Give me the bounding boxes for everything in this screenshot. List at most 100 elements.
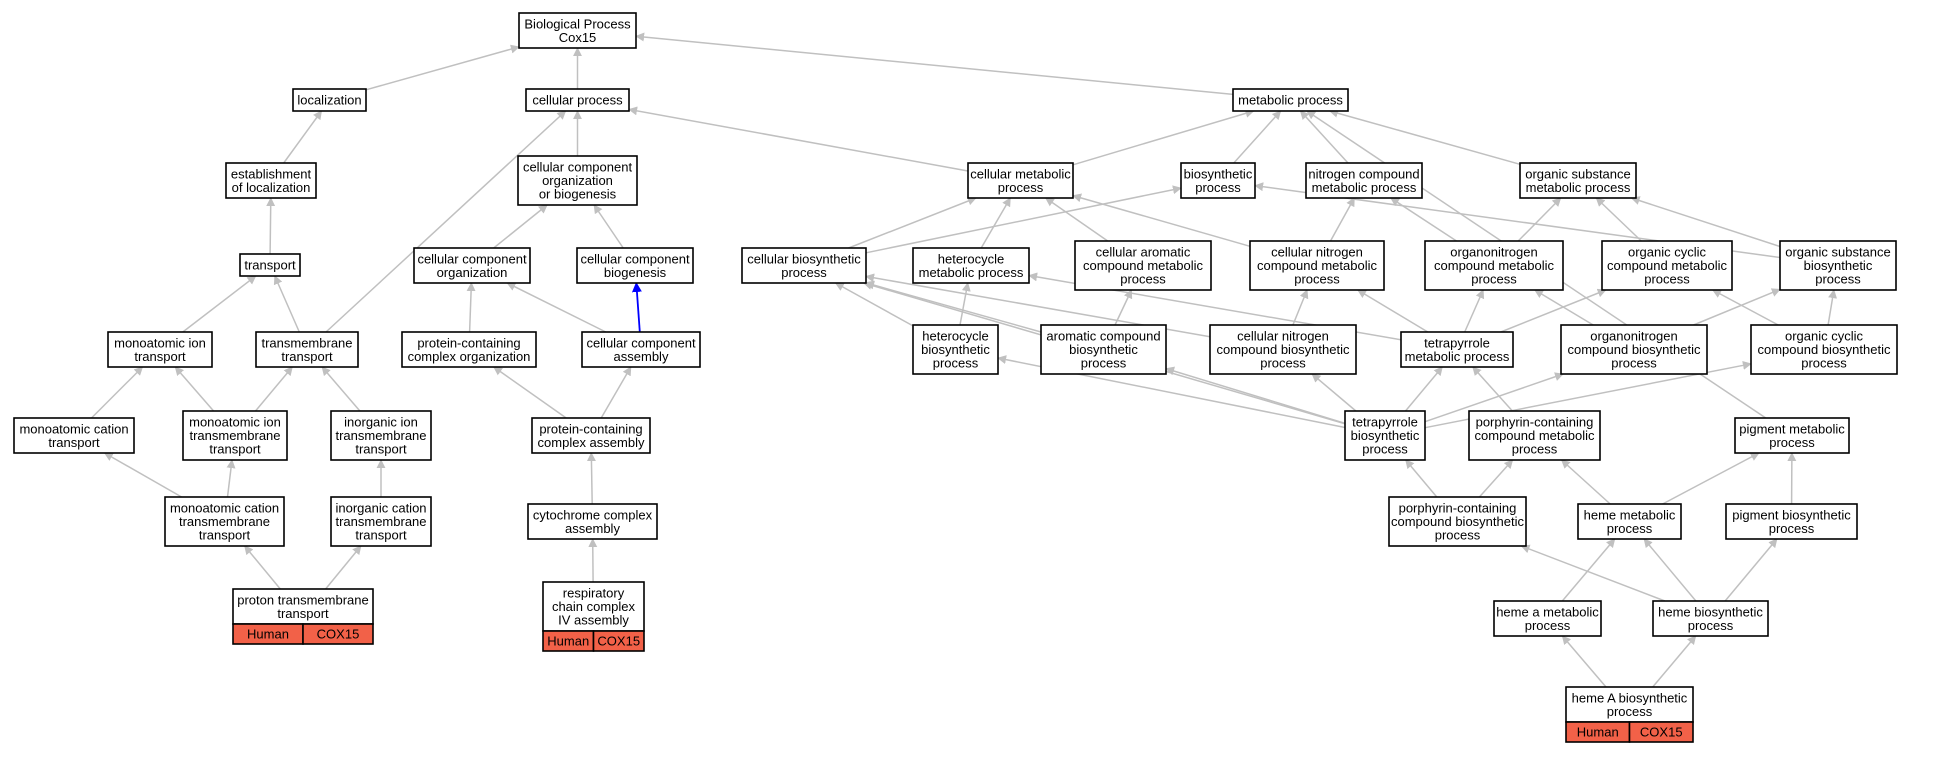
node-box xyxy=(576,247,694,284)
node-label-line: transport xyxy=(199,528,251,543)
node-label-line: cellular component xyxy=(523,160,633,175)
node-box xyxy=(542,581,645,632)
node-label-line: process xyxy=(1688,618,1734,633)
node-box xyxy=(1750,324,1898,375)
node-box xyxy=(182,410,288,461)
node-box xyxy=(1388,496,1527,547)
edge-tmtrans-to-cellproc xyxy=(325,110,567,333)
node-label-line: cellular nitrogen xyxy=(1271,245,1363,260)
gene-cell xyxy=(592,630,645,652)
node-label-line: process xyxy=(781,265,827,280)
node-label-line: compound metabolic xyxy=(1083,258,1203,273)
node-label-line: metabolic process xyxy=(1312,180,1417,195)
node-label-line: proton transmembrane xyxy=(237,592,369,607)
go-term-node-cellproc[interactable]: cellular process xyxy=(525,88,630,112)
node-box xyxy=(1209,324,1357,375)
node-box xyxy=(255,331,359,368)
node-label-line: transport xyxy=(209,442,261,457)
node-label-line: process xyxy=(1512,442,1558,457)
node-box xyxy=(1424,240,1564,291)
go-term-node-loc[interactable]: localization xyxy=(292,88,367,112)
node-label-line: compound biosynthetic xyxy=(1391,514,1524,529)
node-label-line: metabolic process xyxy=(1526,180,1631,195)
edge-orgcycbio-to-orgsubbio xyxy=(1827,289,1838,326)
node-label-line: biosynthetic xyxy=(1804,258,1873,273)
edge-caromatic-to-cellmetab xyxy=(1044,197,1109,242)
node-label-line: process xyxy=(1260,356,1306,371)
node-label-line: complex organization xyxy=(408,349,531,364)
node-box xyxy=(912,324,999,375)
node-label-line: transport xyxy=(48,435,100,450)
go-term-node-transport[interactable]: transport xyxy=(239,253,301,277)
edge-tetmetab-to-orgcyc xyxy=(1500,288,1607,333)
edge-hememetab-to-porphmetab xyxy=(1560,459,1611,505)
node-box xyxy=(413,247,531,284)
node-label-line: protein-containing xyxy=(417,335,520,350)
node-label-line: process xyxy=(1607,704,1653,719)
node-label-line: organic cyclic xyxy=(1628,245,1707,260)
node-box xyxy=(1305,162,1423,199)
node-box xyxy=(292,88,367,112)
node-label-line: process xyxy=(1815,272,1861,287)
go-term-node-metab[interactable]: metabolic process xyxy=(1232,88,1349,112)
node-label-line: transport xyxy=(355,442,407,457)
species-label: Human xyxy=(247,627,289,642)
edge-nitro-to-metab xyxy=(1299,110,1349,164)
node-label-line: cellular component xyxy=(417,251,527,266)
node-label-line: heme A biosynthetic xyxy=(1572,690,1688,705)
node-box xyxy=(1493,600,1602,637)
node-label-line: cellular metabolic xyxy=(970,166,1071,181)
node-label-line: metabolic process xyxy=(919,265,1024,280)
node-box xyxy=(1560,324,1708,375)
edge-arombio-to-cellbiosyn xyxy=(865,280,1042,333)
node-box xyxy=(1249,240,1385,291)
node-label-line: protein-containing xyxy=(539,421,642,436)
node-label-line: cellular nitrogen xyxy=(1237,329,1329,344)
node-label-line: process xyxy=(1195,180,1241,195)
